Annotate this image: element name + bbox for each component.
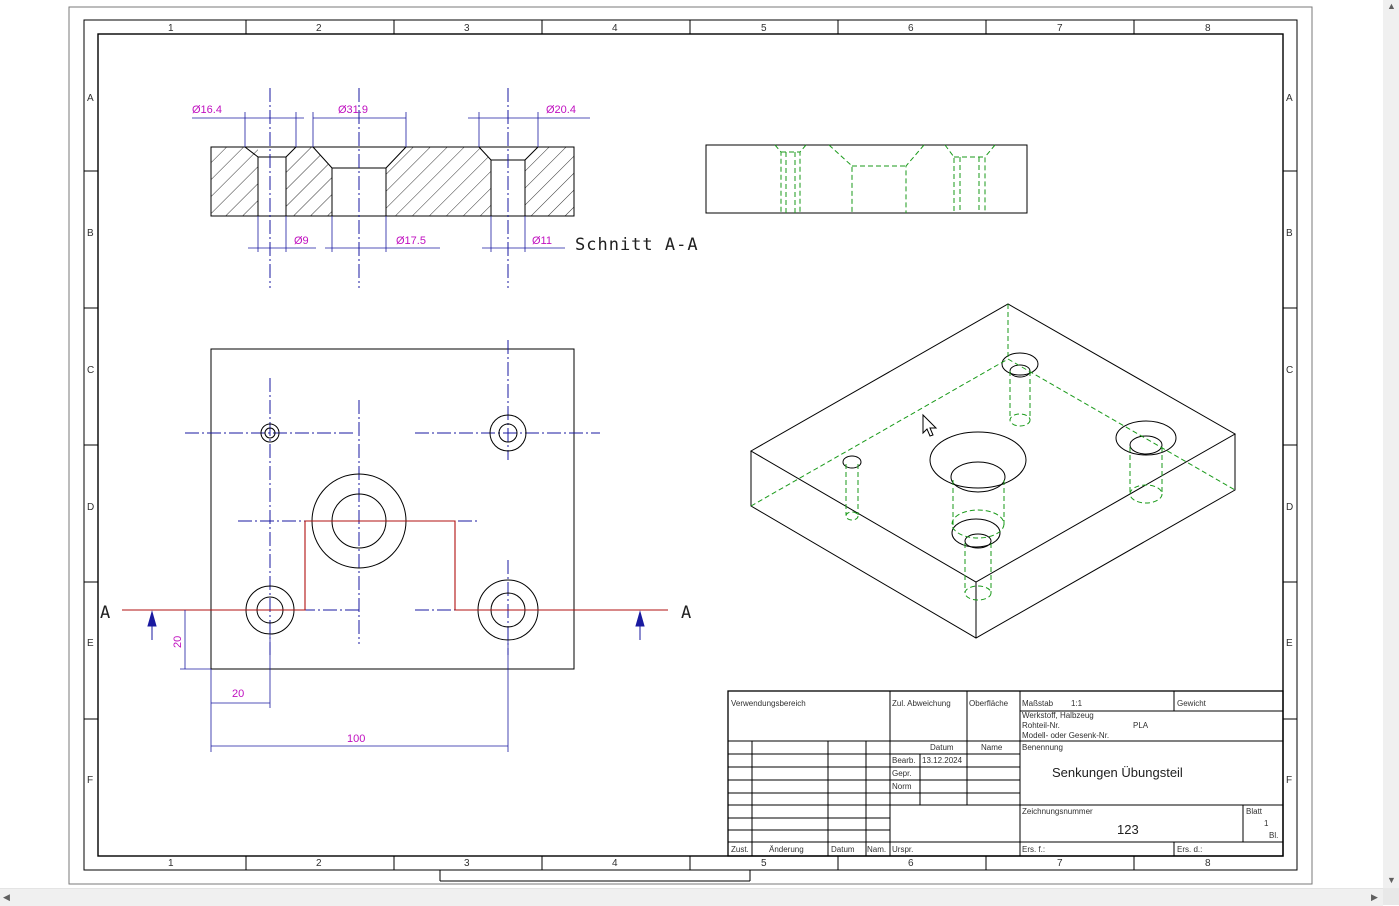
tb-label: Urspr. [892,845,913,854]
tb-label: Rohteil-Nr. [1022,721,1060,730]
section-marker-right: A [681,603,692,623]
grid-col-label-bottom: 8 [1205,858,1211,869]
grid-col-label-top: 7 [1057,23,1063,34]
tb-label: Bl. [1269,831,1278,840]
grid-col-label-bottom: 3 [464,858,470,869]
grid-col-label-top: 1 [168,23,174,34]
grid-col-label-top: 8 [1205,23,1211,34]
section-title: Schnitt A-A [575,235,699,255]
section-marker-left: A [100,603,111,623]
dimension-label: Ø9 [294,235,309,247]
tb-value: 1:1 [1071,699,1083,708]
drawing-number: 123 [1117,822,1139,837]
grid-row-label-right: E [1286,638,1293,649]
tb-label: Modell- oder Gesenk-Nr. [1022,731,1109,740]
dimension-label: Ø17.5 [396,235,426,247]
grid-row-label-right: B [1286,228,1293,239]
tb-label: Verwendungsbereich [731,699,806,708]
title-block: Verwendungsbereich Zul. Abweichung Oberf… [727,690,1284,857]
grid-col-label-top: 5 [761,23,767,34]
scroll-right-icon[interactable]: ▶ [1371,892,1378,902]
grid-col-label-bottom: 7 [1057,858,1063,869]
dimension-label: Ø31.9 [338,104,368,116]
grid-row-label-left: E [87,638,94,649]
grid-col-label-bottom: 6 [908,858,914,869]
isometric-view [749,303,1237,639]
dimension-label: Ø16.4 [192,104,222,116]
tb-label: Gewicht [1177,699,1207,708]
grid-ticks [84,20,1297,870]
dimension-label: 100 [347,733,365,745]
grid-col-label-top: 3 [464,23,470,34]
grid-col-label-bottom: 2 [316,858,322,869]
grid-row-label-right: D [1286,502,1293,513]
scroll-up-icon[interactable]: ▲ [1387,1,1396,11]
top-view: A A 20 20 100 [100,340,692,752]
grid-col-label-top: 2 [316,23,322,34]
tb-label: Gepr. [892,769,912,778]
tb-label: Norm [892,782,912,791]
tb-label: Oberfläche [969,699,1009,708]
vertical-scrollbar[interactable]: ▲ ▼ [1383,0,1399,888]
tb-value: 13.12.2024 [922,756,963,765]
tb-label: Blatt [1246,807,1263,816]
grid-row-label-left: F [87,775,93,786]
mouse-cursor-icon [922,413,938,437]
tb-label: Datum [831,845,855,854]
grid-row-label-right: C [1286,365,1293,376]
scroll-left-icon[interactable]: ◀ [3,892,10,902]
drawing-title: Senkungen Übungsteil [1052,765,1183,780]
grid-row-label-left: C [87,365,94,376]
dimension-label: 20 [232,688,244,700]
tb-label: Änderung [769,845,804,854]
scroll-down-icon[interactable]: ▼ [1387,875,1396,885]
scroll-corner [1383,888,1399,905]
tb-label: Zeichnungsnummer [1022,807,1093,816]
dimension-label: Ø20.4 [546,104,576,116]
tb-label: Zul. Abweichung [892,699,951,708]
tb-value: PLA [1133,721,1149,730]
paper-edge [68,6,1313,885]
tb-label: Zust. [731,845,749,854]
grid-row-label-left: B [87,228,94,239]
tb-label: Ers. d.: [1177,845,1202,854]
grid-col-label-bottom: 4 [612,858,618,869]
grid-col-label-bottom: 1 [168,858,174,869]
tb-label: Werkstoff, Halbzeug [1022,711,1094,720]
side-view [705,144,1028,214]
grid-col-label-top: 6 [908,23,914,34]
tb-label: Nam. [867,845,886,854]
tb-value: 1 [1264,819,1269,828]
grid-col-label-top: 4 [612,23,618,34]
grid-col-label-bottom: 5 [761,858,767,869]
horizontal-scrollbar[interactable]: ◀ ▶ [0,888,1383,906]
grid-row-label-right: F [1286,775,1292,786]
dimension-label: 20 [172,636,184,648]
dimension-label: Ø11 [532,235,552,247]
tb-label: Bearb. [892,756,916,765]
tb-label: Maßstab [1022,699,1054,708]
grid-row-label-right: A [1286,93,1293,104]
tb-label: Datum [930,743,954,752]
section-view: Ø16.4 Ø31.9 Ø20.4 Ø9 Ø17.5 Ø11 Schnitt A… [192,88,699,288]
tb-label: Benennung [1022,743,1063,752]
grid-row-label-left: A [87,93,94,104]
grid-row-label-left: D [87,502,94,513]
tb-label: Ers. f.: [1022,845,1045,854]
tb-label: Name [981,743,1003,752]
